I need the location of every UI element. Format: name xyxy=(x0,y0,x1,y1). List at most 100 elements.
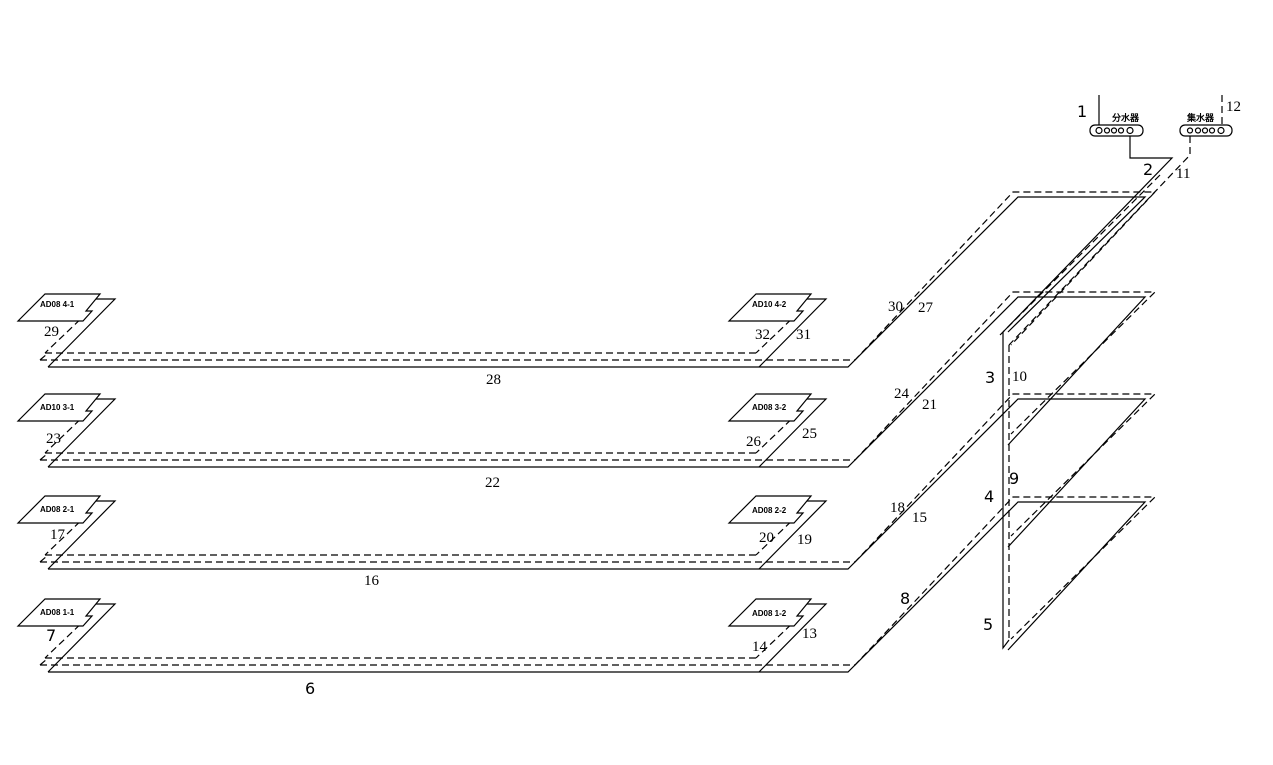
air-terminal-box xyxy=(16,393,102,422)
air-terminal-box xyxy=(16,293,102,322)
manifold-port xyxy=(1095,126,1103,135)
terminal-tag-right: AD08 3-2 xyxy=(752,403,787,412)
pipe-number: 13 xyxy=(802,626,817,642)
return-pipe xyxy=(39,658,48,666)
terminal-rear-plate xyxy=(758,603,828,673)
supply-manifold: 分水器 xyxy=(1089,112,1144,137)
terminal-rear-plate xyxy=(47,603,117,673)
pipe-number: 23 xyxy=(46,431,61,447)
return-pipe xyxy=(39,453,48,461)
pipe-number: 20 xyxy=(759,530,774,546)
label-11: 11 xyxy=(1176,166,1190,182)
floor-labels: AD08 4-1 AD10 4-2 29 32 31 28 30 27 AD10… xyxy=(40,299,937,698)
return-branch-pipe xyxy=(755,616,800,659)
pipe-number: 22 xyxy=(485,475,500,491)
manifold-port xyxy=(1201,127,1209,134)
terminal-tag-right: AD08 2-2 xyxy=(752,506,787,515)
terminal-rear-plate xyxy=(47,298,117,368)
return-branch-pipe xyxy=(755,311,800,354)
air-terminal-box xyxy=(16,598,102,627)
terminal-rear-plate xyxy=(758,298,828,368)
pipe-number: 32 xyxy=(755,327,770,343)
return-branch-pipe xyxy=(44,616,89,659)
pipe-number: 28 xyxy=(486,372,501,388)
pipe-number: 8 xyxy=(900,589,910,608)
supply-manifold-label: 分水器 xyxy=(1112,112,1140,124)
label-2: 2 xyxy=(1143,160,1153,179)
floor-1-labels: AD08 1-1 AD08 1-2 7 14 13 6 8 xyxy=(40,589,910,698)
pipe-number: 30 xyxy=(888,299,903,315)
terminal-tag-left: AD08 2-1 xyxy=(40,505,75,514)
air-terminal-box xyxy=(727,598,813,627)
return-pipe xyxy=(39,353,48,361)
manifold-port xyxy=(1103,127,1111,134)
pipe-number: 31 xyxy=(796,327,811,343)
label-3: 3 xyxy=(985,368,995,387)
air-terminal-box xyxy=(727,393,813,422)
return-branch-pipe xyxy=(755,513,800,556)
pipe-number: 16 xyxy=(364,573,380,589)
label-9: 9 xyxy=(1009,469,1019,488)
return-pipe xyxy=(40,496,1157,666)
pipe-number: 15 xyxy=(912,510,927,526)
terminal-tag-right: AD08 1-2 xyxy=(752,609,787,618)
air-terminal-box xyxy=(16,495,102,524)
terminal-rear-plate xyxy=(758,500,828,570)
return-branch-pipe xyxy=(755,411,800,454)
terminal-tag-left: AD08 4-1 xyxy=(40,300,75,309)
manifold-port xyxy=(1217,126,1225,135)
return-manifold-inlet xyxy=(1008,136,1191,346)
return-manifold-inlet xyxy=(999,174,1161,336)
supply-pipe xyxy=(48,296,1147,468)
return-pipe xyxy=(40,291,1157,461)
manifold-port xyxy=(1110,127,1118,134)
pipe-number: 18 xyxy=(890,500,905,516)
return-pipe xyxy=(39,555,48,563)
manifold-port xyxy=(1186,127,1194,134)
supply-pipe xyxy=(48,196,1147,368)
floor-3-labels: AD10 3-1 AD08 3-2 23 26 25 22 24 21 xyxy=(40,386,937,491)
pipe-number: 19 xyxy=(797,532,812,548)
return-branch-pipe xyxy=(44,513,89,556)
pipe-number: 26 xyxy=(746,434,762,450)
pipe-number: 6 xyxy=(305,679,315,698)
return-branch-pipe xyxy=(44,411,89,454)
manifold-port xyxy=(1117,127,1125,134)
supply-manifold-outlet xyxy=(1002,133,1174,333)
return-manifold-label: 集水器 xyxy=(1186,112,1215,124)
pipe-number: 17 xyxy=(50,527,66,543)
pipe-number: 27 xyxy=(918,300,934,316)
air-terminal-box xyxy=(727,293,813,322)
pipe-number: 24 xyxy=(894,386,910,402)
manifold-port xyxy=(1194,127,1202,134)
label-5: 5 xyxy=(983,615,993,634)
manifold-port xyxy=(1126,126,1134,135)
label-1: 1 xyxy=(1077,102,1087,121)
floor-2-labels: AD08 2-1 AD08 2-2 17 20 19 16 18 15 xyxy=(40,500,927,589)
supply-riser xyxy=(1002,332,1010,650)
pipe-number: 29 xyxy=(44,324,59,340)
terminal-rear-plate xyxy=(758,398,828,468)
supply-pipe xyxy=(48,501,1147,673)
air-terminal-box xyxy=(727,495,813,524)
pipe-number: 25 xyxy=(802,426,817,442)
pipe-number: 7 xyxy=(46,626,56,645)
terminal-tag-right: AD10 4-2 xyxy=(752,300,787,309)
terminal-tag-left: AD10 3-1 xyxy=(40,403,75,412)
label-12: 12 xyxy=(1226,99,1241,115)
label-10: 10 xyxy=(1012,369,1027,385)
terminal-rear-plate xyxy=(47,500,117,570)
floor-4-labels: AD08 4-1 AD10 4-2 29 32 31 28 30 27 xyxy=(40,299,934,388)
terminal-tag-left: AD08 1-1 xyxy=(40,608,75,617)
return-pipe xyxy=(40,191,1157,361)
return-branch-pipe xyxy=(44,311,89,354)
terminal-rear-plate xyxy=(47,398,117,468)
pipe-number: 21 xyxy=(922,397,937,413)
supply-pipe xyxy=(48,398,1147,570)
manifold-port xyxy=(1208,127,1216,134)
return-pipe xyxy=(40,393,1157,563)
return-manifold: 集水器 xyxy=(1179,112,1233,137)
label-4: 4 xyxy=(984,487,994,506)
pipe-lines xyxy=(16,95,1223,673)
